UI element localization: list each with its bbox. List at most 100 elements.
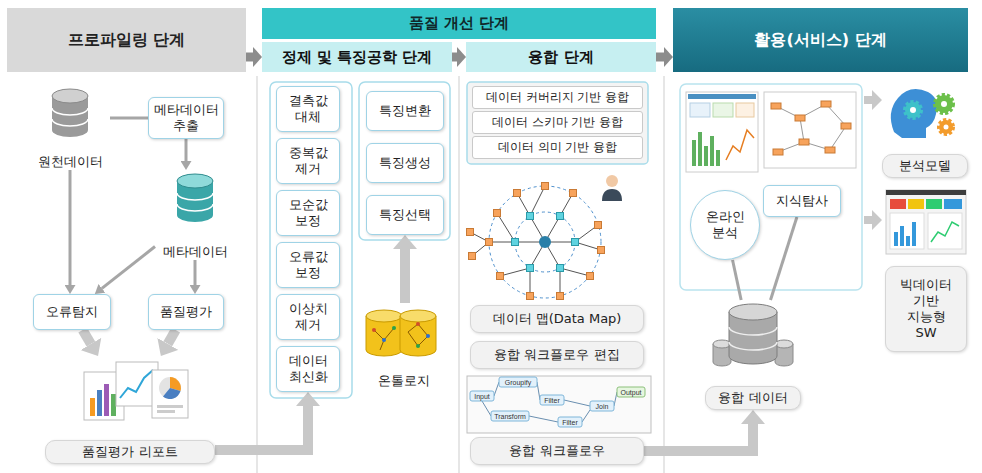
column-divider	[257, 76, 664, 473]
dashboard-screenshot	[686, 92, 758, 172]
workflow-illustration	[467, 376, 651, 433]
ontology-icon	[400, 316, 436, 356]
group-outline	[270, 82, 862, 398]
software-screenshot	[944, 199, 962, 209]
workflow-illustration	[590, 401, 614, 411]
node-text: 융합 워크플로우	[509, 443, 604, 459]
network-screenshot	[841, 123, 851, 129]
flow-arrow	[69, 170, 72, 285]
software-screenshot	[928, 213, 962, 249]
flow-arrow	[185, 139, 188, 161]
database-symbol	[177, 174, 213, 222]
process-box: 오류탐지	[33, 294, 111, 330]
flow-arrow	[452, 53, 457, 62]
ontology-icon	[366, 310, 402, 322]
fusion-method: 데이터 의미 기반 융합	[472, 136, 643, 159]
data-map-network	[494, 210, 501, 217]
ontology-icon	[416, 344, 420, 348]
analysis-model-icon	[944, 125, 949, 130]
data-map-network	[527, 265, 534, 272]
data-map-network	[572, 239, 579, 246]
caption-box: 융합 워크플로우	[470, 437, 644, 465]
dashboard-screenshot	[686, 92, 758, 172]
output-arrow	[864, 90, 882, 110]
network-screenshot	[773, 149, 783, 155]
data-map-network	[570, 190, 577, 197]
report-chart-icon	[159, 377, 181, 399]
database-icon: 원천데이터	[30, 86, 110, 170]
dashboard-screenshot	[704, 146, 708, 166]
workflow-step-label: Groupify	[505, 379, 531, 386]
analysis-model-icon	[939, 120, 953, 134]
network-screenshot	[771, 101, 851, 155]
node-text: 데이터 맵(Data Map)	[493, 311, 622, 327]
software-screenshot	[886, 190, 966, 254]
data-map-network	[467, 229, 474, 236]
data-map-network	[557, 265, 564, 272]
report-chart-icon	[120, 370, 153, 398]
ontology-icon	[416, 322, 420, 326]
report-chart-icon	[104, 384, 109, 416]
software-screenshot	[886, 190, 966, 254]
report-chart-icon	[84, 362, 188, 420]
node-text: 데이터 최신화	[281, 353, 335, 386]
node-text: 지식탐사	[776, 193, 828, 209]
dashboard-screenshot	[688, 94, 756, 99]
process-box: 품질평가	[148, 294, 224, 330]
group-outline	[270, 82, 352, 398]
flow-arrow	[168, 330, 176, 344]
analysis-model-icon	[910, 107, 916, 113]
workflow-step-label: Filter	[544, 397, 560, 404]
workflow-step-label: Filter	[562, 419, 578, 426]
node-text: 융합 워크플로우 편집	[494, 347, 619, 363]
ontology-icon	[366, 310, 436, 356]
report-chart-icon	[157, 410, 175, 413]
network-screenshot	[776, 104, 846, 152]
workflow-illustration	[482, 382, 617, 422]
database-symbol	[729, 304, 777, 320]
node-text: 중복값 제거	[281, 145, 335, 178]
group-outline	[680, 84, 862, 290]
database-symbol	[713, 304, 793, 366]
cleaning-step: 결측값 대체	[276, 86, 340, 132]
stage-header: 품질 개선 단계	[262, 8, 656, 39]
data-map-network	[557, 213, 564, 220]
node-text: 모순값 보정	[281, 197, 335, 230]
software-screenshot	[894, 232, 898, 246]
report-chart-icon	[163, 388, 181, 399]
cleaning-step: 데이터 최신화	[276, 346, 340, 392]
data-map-network	[467, 183, 605, 300]
data-map-network	[527, 213, 534, 220]
analysis-model-icon	[941, 101, 947, 107]
substage-header: 정제 및 특징공학 단계	[262, 42, 452, 72]
network-screenshot	[771, 103, 781, 109]
software-screenshot	[931, 222, 959, 242]
network-screenshot	[799, 139, 809, 145]
dashboard-screenshot	[710, 136, 714, 166]
database-icon: 메타데이터	[155, 170, 235, 260]
node-text: 데이터 스키마 기반 융합	[492, 115, 623, 130]
data-map-network	[514, 190, 521, 197]
ontology-icon	[426, 334, 430, 338]
process-box: 메타데이터 추출	[148, 97, 224, 139]
flow-arrow	[644, 424, 753, 451]
cleaning-step: 모순값 보정	[276, 190, 340, 236]
analysis-model-icon	[891, 89, 937, 138]
column-divider	[458, 76, 460, 473]
feature-step: 특징생성	[366, 143, 444, 183]
node-text: 이상치 제거	[281, 301, 335, 334]
group-outline	[467, 82, 648, 164]
report-chart-icon	[111, 394, 116, 416]
software-screenshot	[906, 236, 910, 246]
node-text: 데이터 커버리지 기반 융합	[486, 90, 629, 105]
network-screenshot	[764, 92, 856, 168]
caption-box: 데이터 맵(Data Map)	[470, 305, 644, 333]
database-symbol	[177, 193, 213, 211]
data-map-network	[539, 236, 551, 248]
database-symbol	[729, 327, 777, 350]
database-symbol	[52, 108, 88, 126]
feature-step: 특징변환	[366, 91, 444, 131]
node-text: 특징생성	[379, 155, 431, 171]
report-chart-icon	[157, 405, 183, 408]
